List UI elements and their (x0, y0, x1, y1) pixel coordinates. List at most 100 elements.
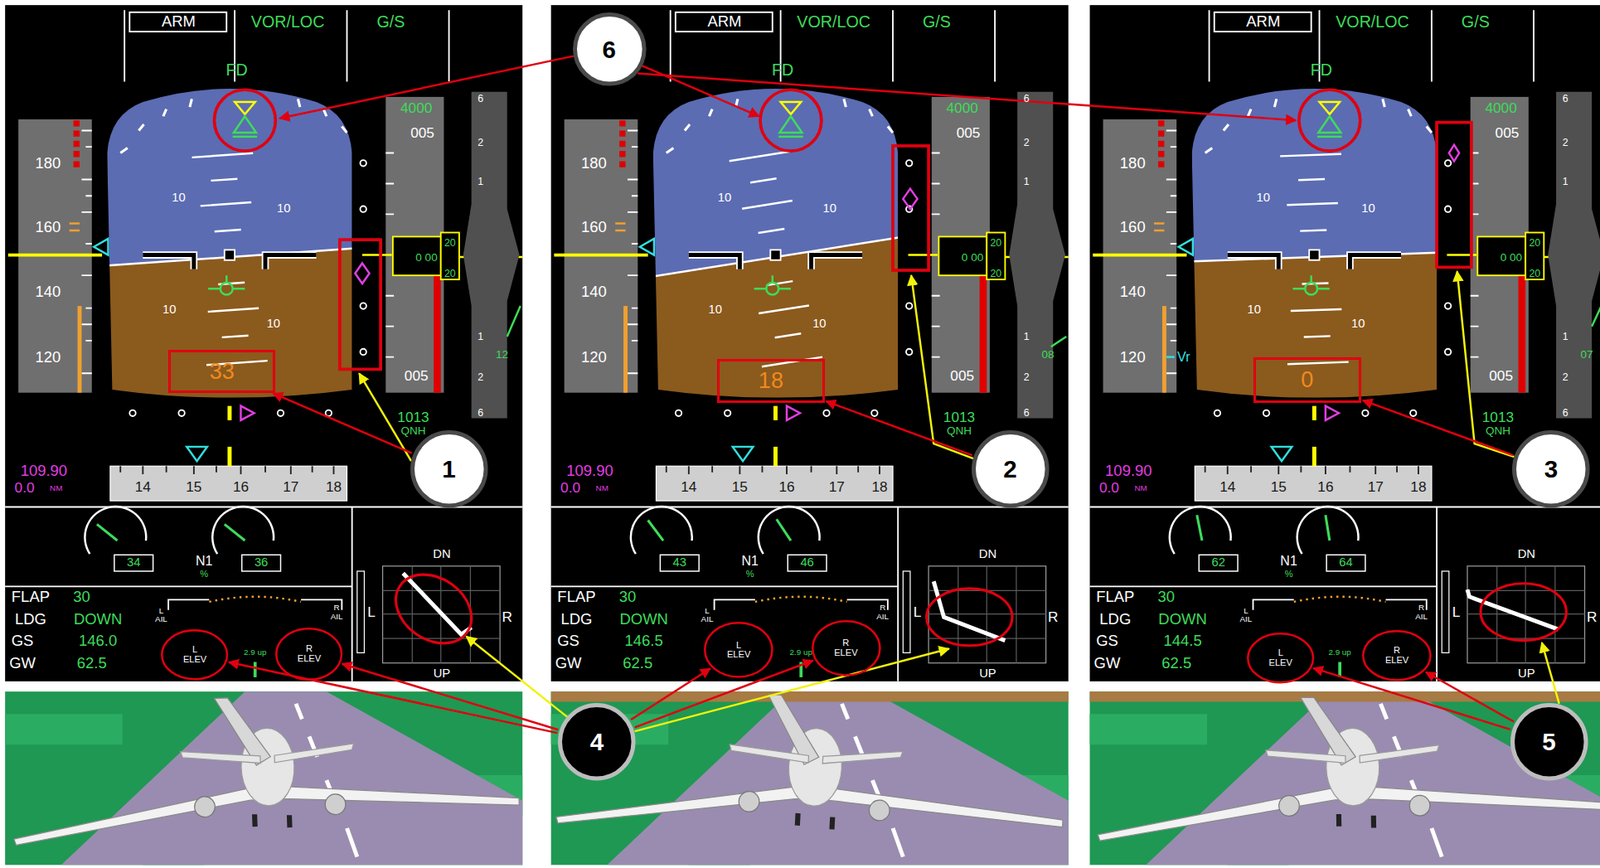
display-readout: FD (225, 60, 248, 78)
display-readout: 0 00 (1500, 252, 1523, 264)
display-readout: 20 (444, 237, 456, 248)
callout-number: 3 (1512, 430, 1591, 509)
callout-circle (1514, 432, 1589, 507)
display-readout: 109.90 (1105, 463, 1152, 480)
display-readout: N1 (1280, 553, 1297, 568)
display-readout: 10 (708, 303, 723, 317)
display-readout: VOR/LOC (1335, 12, 1410, 30)
display-readout: 6 (477, 93, 484, 105)
highlighted-value: R ELEV (833, 638, 859, 658)
display-readout: 160 (1120, 219, 1146, 236)
display-readout: 6 (1562, 93, 1569, 105)
display-graphic (96, 523, 245, 541)
display-readout: R AIL (1412, 603, 1431, 621)
display-readout: DOWN (619, 610, 668, 627)
display-readout: 1013 (397, 409, 429, 425)
callout-arrow (272, 392, 412, 453)
display-graphic (892, 145, 929, 271)
callout-number: 1 (410, 430, 489, 509)
highlighted-value: R ELEV (1384, 645, 1411, 665)
display-graphic (33, 0, 419, 574)
highlighted-value: L ELEV (726, 640, 752, 660)
display-graphic (1299, 89, 1361, 151)
display-readout: UP (433, 667, 451, 681)
display-readout: 15 (732, 479, 748, 495)
display-readout: 20 (989, 237, 1002, 248)
display-graphic (648, 518, 791, 541)
display-readout: 0.0 (1099, 480, 1120, 495)
display-readout: 62 (1211, 556, 1225, 570)
display-readout: 2 (477, 137, 484, 149)
display-readout: 62.5 (1161, 654, 1192, 671)
display-graphic (902, 189, 917, 210)
highlight-box: 33 (168, 349, 276, 393)
highlight-ellipse-outline (1362, 631, 1431, 681)
display-readout: 16 (778, 479, 795, 495)
display-readout: L (913, 604, 922, 620)
display-readout: G/S (376, 12, 405, 30)
display-readout: VOR/LOC (796, 12, 871, 30)
highlight-ellipse: R ELEV (1362, 630, 1432, 682)
display-readout: 2 (1023, 372, 1030, 384)
display-readout: 30 (72, 588, 91, 605)
display-readout: ARM (1246, 13, 1280, 30)
display-readout: 1 (1023, 331, 1030, 343)
display-readout: 14 (1219, 479, 1236, 495)
display-readout: GW (9, 654, 36, 671)
display-readout: G/S (1461, 12, 1490, 30)
highlighted-value: L ELEV (1267, 648, 1294, 668)
display-readout: 08 (1042, 349, 1055, 361)
display-readout: NM (1134, 484, 1147, 493)
display-graphic (544, 0, 990, 586)
display-readout: 120 (1120, 349, 1146, 365)
display-readout: LDG (560, 610, 592, 627)
callout-digit: 6 (602, 36, 616, 63)
display-graphic (1197, 514, 1330, 541)
highlight-ellipse: R ELEV (811, 620, 882, 677)
display-graphic (760, 89, 822, 151)
display-graphic (1591, 297, 1600, 326)
display-readout: 1013 (943, 409, 975, 425)
display-graphic (1449, 145, 1460, 162)
display-readout: 005 (410, 125, 435, 141)
display-graphic (402, 572, 471, 635)
display-readout: 1 (477, 176, 484, 188)
display-graphic (33, 0, 419, 574)
display-graphic (544, 0, 990, 586)
display-readout: 14 (135, 479, 151, 495)
display-graphic (1095, 692, 1600, 841)
display-readout: 18 (1410, 479, 1426, 495)
display-graphic (666, 98, 893, 295)
display-readout: 14 (680, 479, 697, 495)
display-readout: 146.0 (78, 632, 117, 649)
display-readout: 10 (822, 202, 836, 216)
display-readout: 20 (1528, 267, 1541, 279)
display-readout: 2.9 up (243, 648, 267, 657)
callout-number: 2 (971, 430, 1050, 509)
display-readout: 1 (1562, 331, 1569, 343)
display-readout: R (1586, 609, 1597, 625)
highlight-ellipse-outline (1247, 633, 1314, 683)
display-readout: 15 (185, 479, 202, 495)
display-readout: GW (555, 654, 582, 671)
display-readout: 005 (1495, 125, 1520, 141)
display-graphic (1090, 691, 1600, 702)
display-graphic (640, 65, 760, 117)
display-readout: 20 (989, 267, 1002, 279)
display-readout: 140 (581, 283, 607, 300)
display-graphic (1051, 336, 1067, 347)
callout-arrow (342, 664, 559, 730)
display-readout: GS (1095, 632, 1119, 649)
display-readout: L AIL (152, 606, 171, 625)
display-readout: 6 (1562, 407, 1569, 419)
highlighted-value: L ELEV (182, 644, 209, 665)
display-graphic (354, 262, 369, 284)
display-readout: 10 (276, 202, 291, 216)
display-graphic (637, 73, 1296, 122)
display-readout: 64 (1338, 556, 1353, 570)
display-graphic (1090, 691, 1600, 865)
display-readout: 16 (1317, 479, 1334, 495)
display-graphic (926, 588, 1013, 646)
display-readout: FD (771, 60, 794, 78)
display-graphic (1131, 0, 1494, 569)
